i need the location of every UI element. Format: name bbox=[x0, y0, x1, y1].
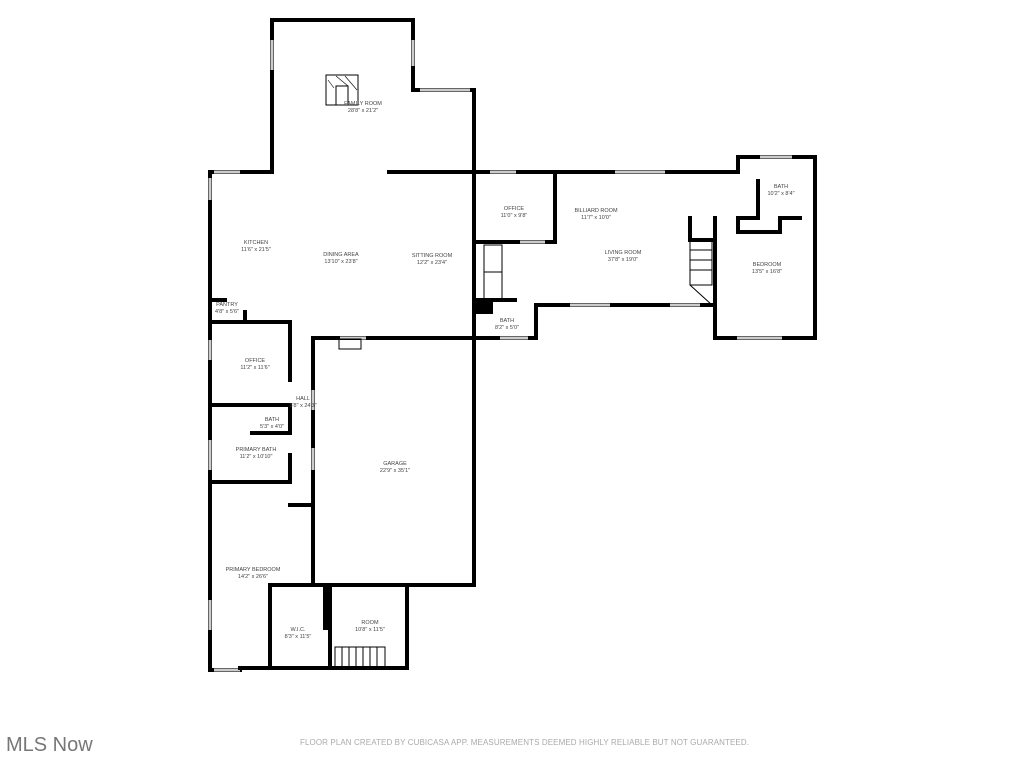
walls bbox=[208, 18, 817, 672]
room-label: W.I.C.8'3" x 11'5" bbox=[284, 627, 312, 640]
fireplace-icon bbox=[325, 74, 359, 106]
stairs bbox=[483, 239, 713, 306]
mls-now-logo: MLS Now bbox=[6, 734, 93, 756]
disclaimer-text: FLOOR PLAN CREATED BY CUBICASA APP. MEAS… bbox=[300, 738, 750, 747]
